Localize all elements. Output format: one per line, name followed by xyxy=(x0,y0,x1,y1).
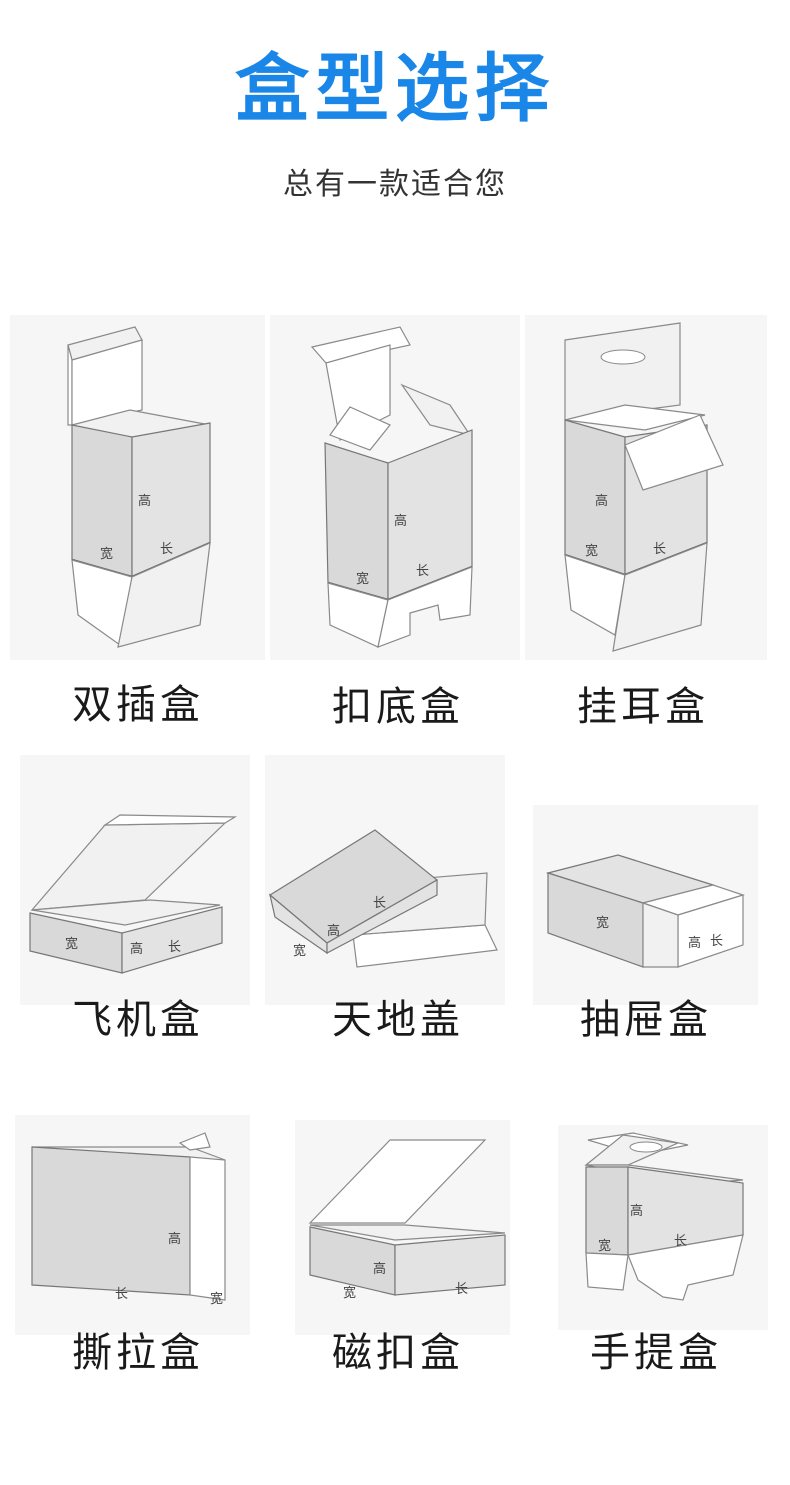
tear-strip-box-icon: 高 长 宽 xyxy=(15,1115,250,1335)
box-type-label: 扣底盒 xyxy=(332,684,464,730)
box-type-label: 飞机盒 xyxy=(72,997,204,1043)
width-label: 宽 xyxy=(293,943,306,959)
height-label: 高 xyxy=(688,935,701,951)
length-label: 长 xyxy=(653,542,666,557)
height-label: 高 xyxy=(327,923,340,939)
box-type-label: 磁扣盒 xyxy=(332,1330,464,1376)
box-type-card-snap-lock-bottom[interactable]: 高 宽 长 扣底盒 xyxy=(270,315,530,755)
lid-and-base-box-icon: 高 长 宽 xyxy=(265,755,505,1005)
box-type-label: 天地盖 xyxy=(332,997,464,1043)
height-label: 高 xyxy=(630,1203,643,1219)
length-label: 长 xyxy=(115,1287,128,1302)
width-label: 宽 xyxy=(343,1285,356,1301)
height-label: 高 xyxy=(595,493,608,509)
height-label: 高 xyxy=(138,493,151,509)
length-label: 长 xyxy=(168,940,181,955)
height-label: 高 xyxy=(130,941,143,957)
drawer-box-icon: 宽 高 长 xyxy=(533,805,758,1005)
box-type-card-drawer[interactable]: 宽 高 长 抽屉盒 xyxy=(528,755,788,1085)
hang-tab-box-icon: 高 宽 长 xyxy=(525,315,767,660)
mailer-box-icon: 宽 高 长 xyxy=(20,755,250,1005)
height-label: 高 xyxy=(373,1261,386,1277)
box-type-label: 撕拉盒 xyxy=(72,1330,204,1376)
box-type-label: 手提盒 xyxy=(590,1330,722,1376)
box-type-card-mailer[interactable]: 宽 高 长 飞机盒 xyxy=(10,755,270,1085)
box-type-card-magnetic[interactable]: 高 宽 长 磁扣盒 xyxy=(265,1105,530,1405)
width-label: 宽 xyxy=(585,543,598,559)
width-label: 宽 xyxy=(100,546,113,562)
magnetic-box-icon: 高 宽 长 xyxy=(295,1120,510,1335)
box-type-card-lid-and-base[interactable]: 高 长 宽 天地盖 xyxy=(265,755,530,1085)
length-label: 长 xyxy=(416,564,429,579)
box-type-card-tear-strip[interactable]: 高 长 宽 撕拉盒 xyxy=(10,1105,270,1405)
page-subtitle: 总有一款适合您 xyxy=(283,167,507,202)
box-type-card-double-tuck[interactable]: 高 宽 长 双插盒 xyxy=(10,315,270,755)
width-label: 宽 xyxy=(65,936,78,952)
box-type-label: 双插盒 xyxy=(72,682,204,728)
height-label: 高 xyxy=(394,513,407,529)
length-label: 长 xyxy=(373,896,386,911)
width-label: 宽 xyxy=(598,1238,611,1254)
length-label: 长 xyxy=(674,1234,687,1249)
page-title: 盒型选择 xyxy=(235,46,555,132)
handle-box-icon: 高 宽 长 xyxy=(558,1125,768,1330)
height-label: 高 xyxy=(168,1231,181,1247)
box-type-label: 挂耳盒 xyxy=(577,684,709,730)
box-type-card-handle[interactable]: 高 宽 长 手提盒 xyxy=(528,1105,788,1405)
length-label: 长 xyxy=(160,542,173,557)
snap-lock-bottom-box-icon: 高 宽 长 xyxy=(270,315,520,660)
width-label: 宽 xyxy=(356,571,369,587)
box-type-card-hang-tab[interactable]: 高 宽 长 挂耳盒 xyxy=(525,315,785,755)
box-type-label: 抽屉盒 xyxy=(580,997,712,1043)
width-label: 宽 xyxy=(210,1291,223,1307)
double-tuck-box-icon: 高 宽 长 xyxy=(10,315,265,660)
length-label: 长 xyxy=(710,934,723,949)
length-label: 长 xyxy=(455,1282,468,1297)
width-label: 宽 xyxy=(596,915,609,931)
